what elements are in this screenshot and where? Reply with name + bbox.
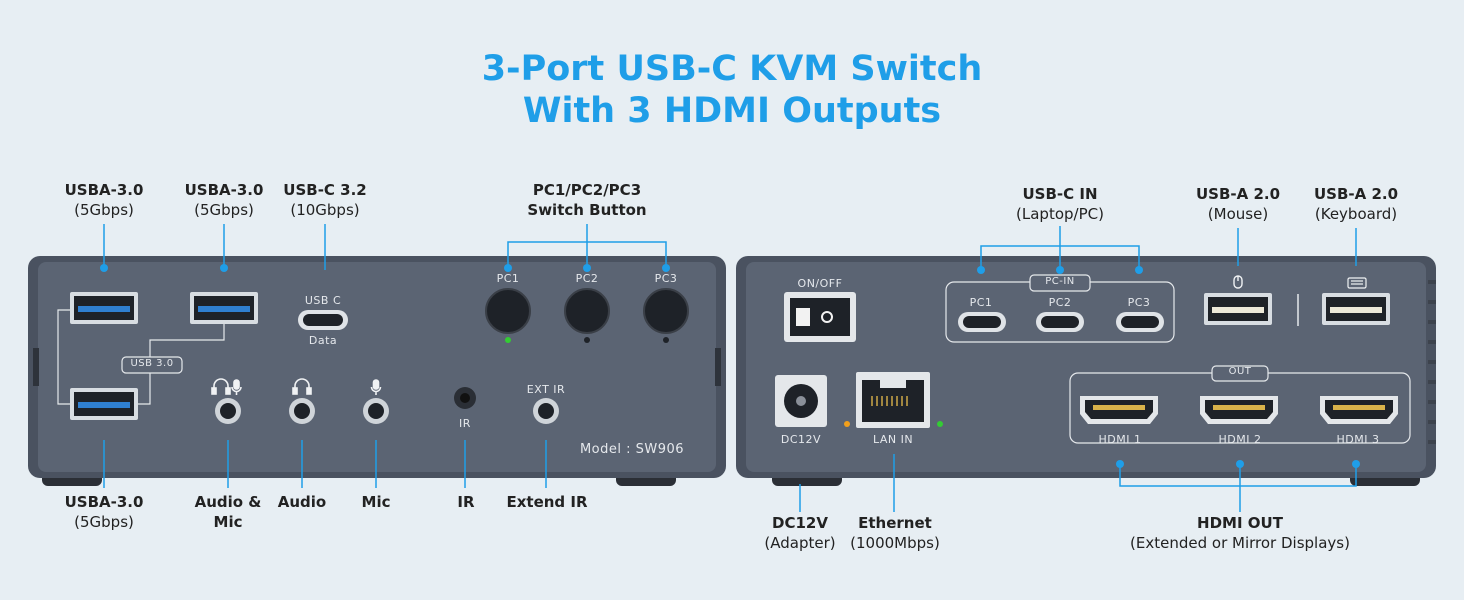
callout-audio-mic: Audio & Mic	[194, 493, 262, 531]
data-label: Data	[308, 334, 338, 347]
front-panel	[28, 256, 726, 486]
callout-usba-bottom: USBA-3.0 (5Gbps)	[64, 493, 144, 531]
lan-in-label: LAN IN	[872, 433, 914, 446]
callout-usbc32: USB-C 3.2 (10Gbps)	[283, 181, 367, 219]
hdmi2-port[interactable]	[1200, 396, 1278, 424]
keyboard-icon	[1347, 277, 1367, 289]
usb-c-data-port[interactable]	[298, 310, 348, 330]
callout-dots	[100, 264, 1360, 468]
callout-switch-button: PC1/PC2/PC3 Switch Button	[527, 181, 647, 219]
back-panel	[736, 256, 1436, 486]
callout-ir: IR	[457, 493, 475, 511]
callout-audio: Audio	[277, 493, 327, 511]
mic-jack[interactable]	[363, 398, 389, 424]
pc3-switch-button[interactable]	[643, 288, 689, 334]
usb-a-keyboard-port[interactable]	[1322, 293, 1390, 325]
pc1-led	[505, 337, 511, 343]
callout-dc12v: DC12V (Adapter)	[764, 514, 836, 552]
lan-in-port[interactable]	[856, 372, 930, 428]
usb30-label: USB 3.0	[130, 358, 174, 369]
usb-c-in-pc1[interactable]	[958, 312, 1006, 332]
pc-in-label: PC-IN	[1045, 276, 1075, 287]
callout-hdmi-out: HDMI OUT (Extended or Mirror Displays)	[1130, 514, 1350, 552]
callout-usb-a-keyboard: USB-A 2.0 (Keyboard)	[1313, 185, 1399, 223]
dc12v-label: DC12V	[780, 433, 822, 446]
callout-usba-2: USBA-3.0 (5Gbps)	[184, 181, 264, 219]
page-title-line1: 3-Port USB-C KVM Switch	[481, 49, 983, 89]
pc2-led	[584, 337, 590, 343]
callout-mic: Mic	[361, 493, 391, 511]
headphone-icon	[292, 378, 312, 395]
pc2-switch-button[interactable]	[564, 288, 610, 334]
usb-c-in-pc3[interactable]	[1116, 312, 1164, 332]
callout-ethernet: Ethernet (1000Mbps)	[850, 514, 940, 552]
on-off-label: ON/OFF	[797, 277, 843, 290]
usb-c-label: USB C	[304, 294, 342, 307]
ext-ir-label: EXT IR	[526, 383, 566, 396]
usb-a-port-top-right[interactable]	[190, 292, 258, 324]
callout-lines	[103, 224, 1357, 512]
pc-in-pc1-label: PC1	[969, 296, 993, 309]
page-title-line2: With 3 HDMI Outputs	[522, 91, 942, 131]
pc2-label: PC2	[575, 272, 599, 285]
hdmi3-port[interactable]	[1320, 396, 1398, 424]
headset-mic-icon	[211, 378, 242, 395]
pc3-label: PC3	[654, 272, 678, 285]
usb-a-port-top-left[interactable]	[70, 292, 138, 324]
callout-usb-a-mouse: USB-A 2.0 (Mouse)	[1195, 185, 1281, 223]
callout-usb-c-in: USB-C IN (Laptop/PC)	[1016, 185, 1104, 223]
ir-receiver	[454, 387, 476, 409]
ir-label: IR	[459, 417, 471, 430]
hdmi2-label: HDMI 2	[1218, 433, 1262, 446]
usb-a-port-bottom[interactable]	[70, 388, 138, 420]
power-switch[interactable]	[784, 292, 856, 342]
audio-jack[interactable]	[289, 398, 315, 424]
microphone-icon	[370, 379, 382, 395]
pc-in-pc3-label: PC3	[1127, 296, 1151, 309]
audio-mic-jack[interactable]	[215, 398, 241, 424]
out-label: OUT	[1228, 366, 1252, 377]
mouse-icon	[1233, 275, 1243, 289]
lan-led-green	[937, 421, 943, 427]
pc3-led	[663, 337, 669, 343]
model-label: Model : SW906	[579, 442, 685, 457]
hdmi1-label: HDMI 1	[1098, 433, 1142, 446]
usb-a-mouse-port[interactable]	[1204, 293, 1272, 325]
usb-c-in-pc2[interactable]	[1036, 312, 1084, 332]
callout-usba-1: USBA-3.0 (5Gbps)	[64, 181, 144, 219]
pc1-label: PC1	[496, 272, 520, 285]
pc1-switch-button[interactable]	[485, 288, 531, 334]
pc-in-pc2-label: PC2	[1048, 296, 1072, 309]
hdmi1-port[interactable]	[1080, 396, 1158, 424]
callout-extend-ir: Extend IR	[506, 493, 588, 511]
ext-ir-jack[interactable]	[533, 398, 559, 424]
dc12v-jack[interactable]	[775, 375, 827, 427]
hdmi3-label: HDMI 3	[1336, 433, 1380, 446]
lan-led-orange	[844, 421, 850, 427]
